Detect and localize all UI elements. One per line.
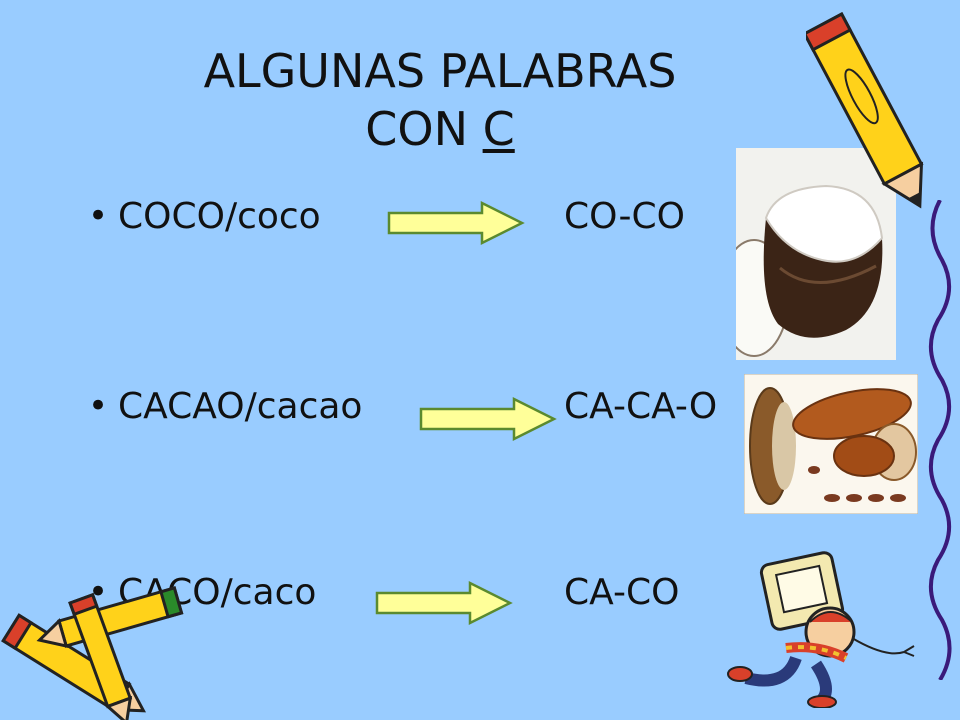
title-line-1: ALGUNAS PALABRAS [203,44,677,98]
word-row-coco: • COCO/coco CO-CO [88,196,728,256]
arrow-right-icon [387,200,525,246]
syllables-text: CO-CO [564,196,685,237]
pencils-icon [1,586,184,720]
decorative-squiggle [928,200,952,680]
cacao-image [744,374,918,514]
word-text: COCO/coco [118,196,321,237]
bullet: • [88,386,109,426]
syllables-text: CA-CO [564,572,680,613]
syllables-text: CA-CA-O [564,386,718,427]
slide-title: ALGUNAS PALABRAS CON C [80,42,800,158]
title-line-2-prefix: CON [365,102,483,156]
word-text: CACAO/cacao [118,386,363,427]
thief-clipart [727,551,915,708]
title-underlined-letter: C [482,102,515,156]
word-row-cacao: • CACAO/cacao CA-CA-O [88,386,728,446]
coconut-image [736,148,896,360]
word-row-caco: • CACO/caco CA-CO [88,572,728,632]
arrow-right-icon [419,396,557,442]
bullet: • [88,196,109,236]
pencil-icon [806,12,924,209]
arrow-right-icon [375,580,513,626]
title-line-2: CON C [80,100,800,158]
